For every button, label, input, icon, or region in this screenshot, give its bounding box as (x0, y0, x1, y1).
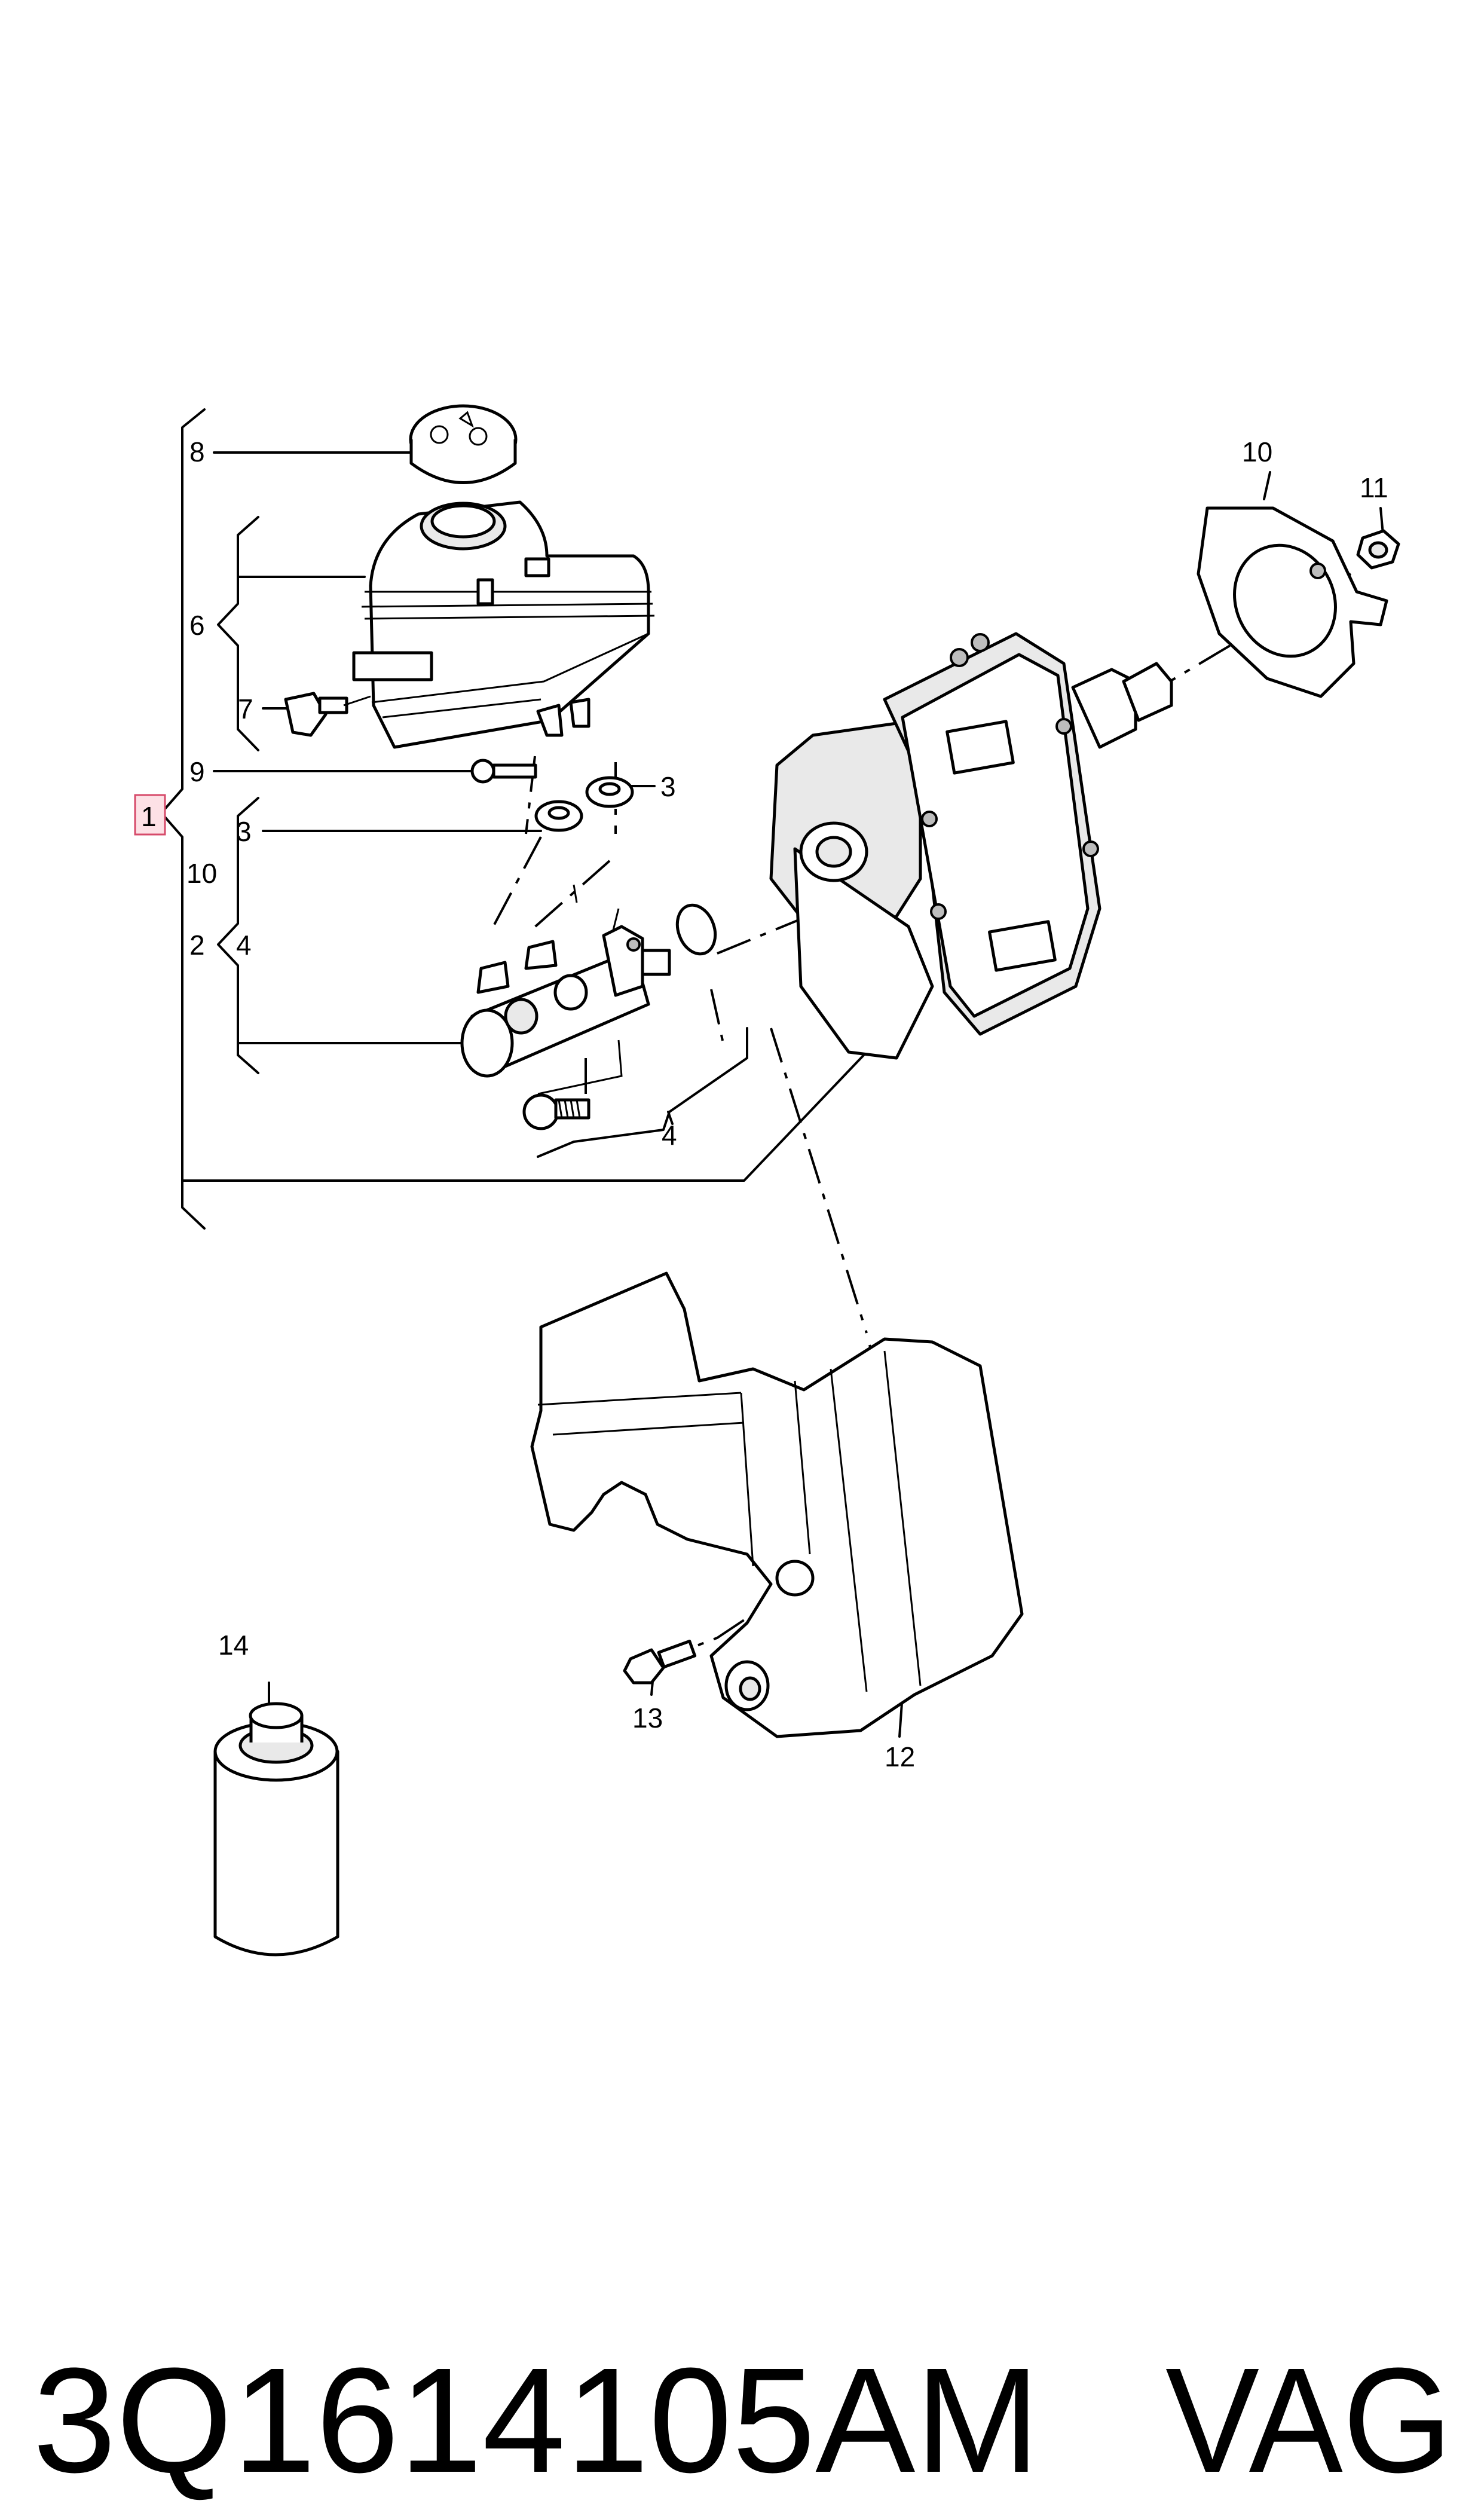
screw-9 (470, 759, 537, 784)
callout-labels: 1 8 6 7 9 3 3 10 2 4 4 10 11 13 12 14 (134, 436, 1388, 1772)
part-number: 3Q1614105AM (33, 2337, 1040, 2503)
caption: 3Q1614105AM VAG (33, 2337, 1452, 2503)
callout-13: 13 (632, 1702, 663, 1734)
callout-1: 1 (141, 801, 157, 832)
o-ring (675, 903, 717, 956)
screw-13 (623, 1640, 697, 1685)
callout-11: 11 (1360, 472, 1388, 503)
booster-gasket (1197, 506, 1388, 698)
seal-3b (534, 800, 583, 832)
callout-4-left: 4 (236, 930, 252, 961)
callout-12: 12 (885, 1741, 915, 1772)
brake-fluid-bottle (213, 1702, 339, 1956)
brake-booster-unit (769, 632, 1173, 1060)
callout-1-highlight (134, 794, 166, 836)
level-sensor (284, 692, 371, 737)
callout-10-left: 10 (186, 858, 217, 889)
callout-8: 8 (189, 436, 205, 467)
callout-9: 9 (189, 756, 205, 787)
callout-6: 6 (189, 610, 205, 641)
callout-10-top: 10 (1242, 436, 1272, 467)
nut-11 (1356, 529, 1400, 570)
callout-2: 2 (189, 930, 205, 961)
bracket-2 (217, 797, 467, 1074)
callout-14: 14 (218, 1630, 249, 1661)
brand-name: VAG (1165, 2337, 1452, 2503)
brake-fluid-reservoir (352, 500, 655, 749)
callout-3-left: 3 (236, 816, 252, 847)
callout-7: 7 (238, 693, 253, 724)
bracket-6 (217, 516, 366, 751)
reservoir-cap (409, 404, 518, 484)
bolt-4 (522, 1093, 590, 1130)
master-cylinder (460, 925, 671, 1078)
callout-3-right: 3 (660, 771, 676, 802)
mounting-bracket (530, 1271, 1024, 1738)
seal-3a (585, 776, 634, 808)
callout-4-bottom: 4 (662, 1120, 677, 1151)
